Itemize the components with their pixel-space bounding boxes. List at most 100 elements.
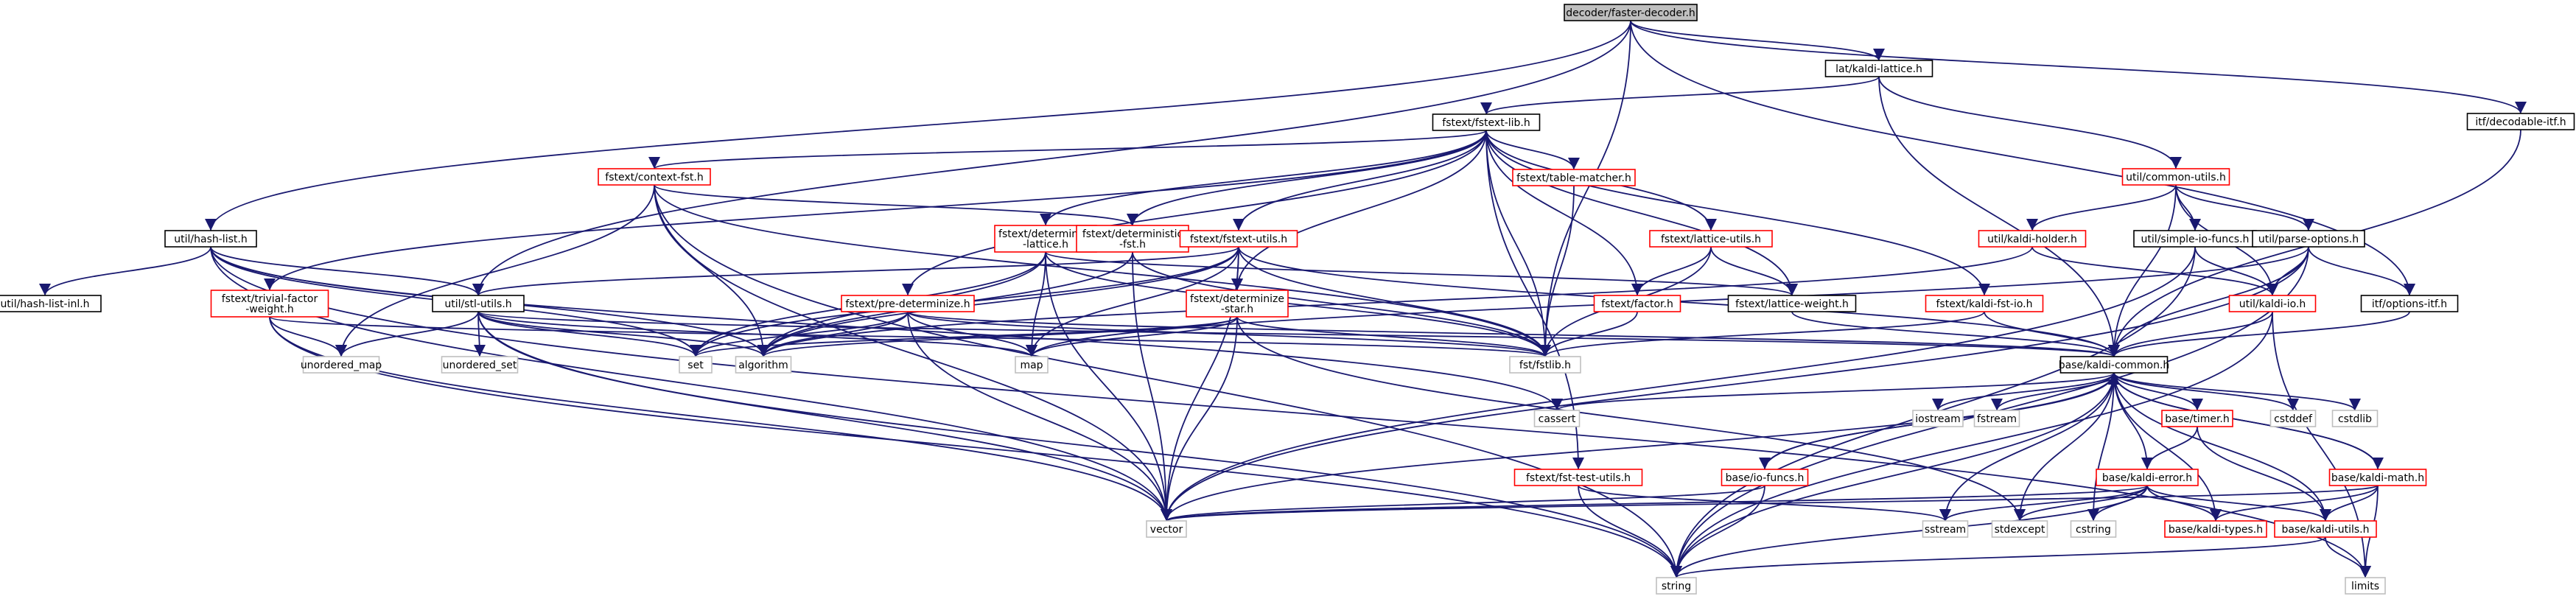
node-label-line-cstring-0: cstring (2076, 524, 2111, 536)
node-decoder-faster-decoder[interactable]: decoder/faster-decoder.h (1564, 4, 1698, 21)
edge-fstext-context-fst-to-unordered-map (335, 184, 655, 357)
edge-fstext-fstext-utils-to-map (1025, 246, 1239, 357)
node-label-lat-kaldi-lattice: lat/kaldi-lattice.h (1835, 63, 1922, 75)
node-fstext-lattice-weight[interactable]: fstext/lattice-weight.h (1727, 295, 1857, 312)
edge-util-common-utils-to-util-simple-io-funcs (2175, 184, 2202, 231)
node-lat-kaldi-lattice[interactable]: lat/kaldi-lattice.h (1824, 60, 1933, 77)
node-itf-options-itf[interactable]: itf/options-itf.h (2360, 295, 2459, 312)
node-limits: limits (2345, 577, 2386, 595)
node-cstring: cstring (2070, 520, 2117, 538)
node-box-fstext-fst-test-utils (1513, 469, 1643, 486)
edge-fstext-context-fst-to-fstext-deterministic-fst (654, 184, 1138, 226)
edge-util-stl-utils-to-algorithm (477, 311, 769, 357)
node-label-fst-fstlib: fst/fstlib.h (1519, 360, 1571, 371)
node-itf-decodable-itf[interactable]: itf/decodable-itf.h (2466, 113, 2575, 130)
node-fstext-trivial-factor-weight[interactable]: fstext/trivial-factor-weight.h (210, 290, 329, 318)
node-label-fstext-fst-test-utils: fstext/fst-test-utils.h (1526, 472, 1631, 484)
node-label-line-fstext-pre-determinize-0: fstext/pre-determinize.h (845, 298, 970, 310)
node-base-timer[interactable]: base/timer.h (2161, 410, 2233, 427)
node-util-common-utils[interactable]: util/common-utils.h (2121, 168, 2230, 186)
node-cstdlib: cstdlib (2331, 410, 2379, 427)
node-fstext-kaldi-fst-io[interactable]: fstext/kaldi-fst-io.h (1925, 295, 2044, 312)
node-label-fstext-trivial-factor-weight: fstext/trivial-factor-weight.h (222, 293, 318, 315)
node-label-decoder-faster-decoder: decoder/faster-decoder.h (1566, 7, 1695, 19)
node-label-line-fst-fstlib-0: fst/fstlib.h (1519, 360, 1571, 371)
node-algorithm: algorithm (735, 356, 792, 374)
edge-fstext-determinize-lattice-to-map (1025, 251, 1046, 357)
edge-util-stl-utils-to-map (477, 311, 1037, 357)
node-box-fstext-fstext-lib (1432, 113, 1541, 131)
node-label-line-string-0: string (1662, 581, 1691, 592)
edge-base-kaldi-common-to-sstream (1939, 372, 2115, 522)
node-box-fstext-kaldi-fst-io (1925, 295, 2044, 312)
file-nodes: decoder/faster-decoder.h lat/kaldi-lattic… (0, 4, 2575, 595)
node-fstext-fst-test-utils[interactable]: fstext/fst-test-utils.h (1513, 469, 1643, 486)
edge-util-simple-io-funcs-to-vector (1161, 246, 2196, 522)
node-base-kaldi-math[interactable]: base/kaldi-math.h (2328, 469, 2427, 486)
node-base-kaldi-error[interactable]: base/kaldi-error.h (2096, 469, 2199, 486)
edge-fstext-pre-determinize-to-set (690, 311, 909, 357)
edge-util-stl-utils-to-set (477, 311, 701, 357)
edge-base-kaldi-error-to-base-kaldi-types (2146, 485, 2222, 522)
node-box-fst-fstlib (1509, 356, 1581, 374)
node-fstext-determinize-star[interactable]: fstext/determinize-star.h (1186, 290, 1289, 318)
edge-fstext-fstext-lib-to-fstext-fstext-utils (1232, 130, 1487, 231)
node-label-line-base-kaldi-common-0: base/kaldi-common.h (2059, 360, 2170, 371)
node-util-stl-utils[interactable]: util/stl-utils.h (432, 295, 525, 312)
edge-util-kaldi-io-to-string (1670, 311, 2273, 578)
node-vector: vector (1146, 520, 1187, 538)
node-fstext-deterministic-fst[interactable]: fstext/deterministic-fst.h (1076, 225, 1189, 253)
node-cassert: cassert (1533, 410, 1581, 427)
node-util-kaldi-holder[interactable]: util/kaldi-holder.h (1978, 230, 2087, 248)
node-fstext-fstext-lib[interactable]: fstext/fstext-lib.h (1432, 113, 1541, 131)
node-label-fstext-fstext-utils: fstext/fstext-utils.h (1190, 234, 1287, 245)
node-util-parse-options[interactable]: util/parse-options.h (2252, 230, 2365, 248)
edge-util-parse-options-to-itf-options-itf (2308, 246, 2416, 296)
node-box-fstext-determinize-star (1186, 290, 1289, 318)
node-label-fstext-determinize-star: fstext/determinize-star.h (1190, 293, 1284, 315)
node-fstext-factor[interactable]: fstext/factor.h (1593, 295, 1681, 312)
node-label-line-cassert-0: cassert (1539, 413, 1576, 425)
edge-base-kaldi-error-to-base-kaldi-utils (2146, 485, 2331, 522)
edge-fstext-pre-determinize-to-algorithm (757, 311, 909, 357)
edge-fstext-determinize-star-to-fst-fstlib (1236, 316, 1551, 357)
node-base-io-funcs[interactable]: base/io-funcs.h (1721, 469, 1809, 486)
node-label-line-util-common-utils-0: util/common-utils.h (2126, 172, 2226, 183)
node-label-fstext-kaldi-fst-io: fstext/kaldi-fst-io.h (1936, 298, 2032, 310)
edge-util-kaldi-io-to-base-kaldi-common (2108, 311, 2273, 357)
node-box-unordered-map (302, 356, 380, 374)
node-fstext-context-fst[interactable]: fstext/context-fst.h (598, 168, 711, 186)
edge-fstext-fstext-lib-to-fstext-factor (1485, 130, 1644, 296)
node-label-line-fstext-deterministic-fst-0: fstext/deterministic (1082, 228, 1183, 240)
edge-util-parse-options-to-base-kaldi-common (2107, 246, 2309, 357)
edge-base-kaldi-error-to-stdexcept (2014, 485, 2148, 522)
edge-fstext-fstext-lib-to-fstext-determinize-star (1231, 130, 1487, 291)
edge-util-hash-list-to-limits (210, 246, 2371, 578)
node-util-simple-io-funcs[interactable]: util/simple-io-funcs.h (2133, 230, 2257, 248)
node-label-line-fstext-fstext-utils-0: fstext/fstext-utils.h (1190, 234, 1287, 245)
node-fstext-pre-determinize[interactable]: fstext/pre-determinize.h (841, 295, 975, 312)
node-base-kaldi-utils[interactable]: base/kaldi-utils.h (2274, 520, 2377, 538)
edge-fstext-fstext-lib-to-fstext-trivial-factor-weight (264, 130, 1487, 291)
node-label-line-fstext-table-matcher-0: fstext/table-matcher.h (1516, 172, 1631, 184)
node-label-line-fstext-factor-0: fstext/factor.h (1601, 298, 1673, 310)
node-box-itf-decodable-itf (2466, 113, 2575, 130)
edge-util-common-utils-to-util-kaldi-holder (2026, 184, 2177, 231)
node-label-fstext-fstext-lib: fstext/fstext-lib.h (1442, 117, 1530, 129)
node-label-line-decoder-faster-decoder-0: decoder/faster-decoder.h (1566, 7, 1695, 19)
node-fst-fstlib: fst/fstlib.h (1509, 356, 1581, 374)
node-label-line-util-hash-list-inl-0: util/hash-list-inl.h (0, 298, 89, 310)
node-label-itf-decodable-itf: itf/decodable-itf.h (2475, 116, 2566, 128)
node-util-hash-list[interactable]: util/hash-list.h (164, 230, 257, 248)
node-base-kaldi-types[interactable]: base/kaldi-types.h (2164, 520, 2267, 538)
node-box-cstring (2070, 520, 2117, 538)
node-fstext-table-matcher[interactable]: fstext/table-matcher.h (1512, 169, 1636, 186)
node-util-hash-list-inl[interactable]: util/hash-list-inl.h (0, 295, 102, 312)
node-fstext-lattice-utils[interactable]: fstext/lattice-utils.h (1649, 230, 1773, 248)
node-util-kaldi-io[interactable]: util/kaldi-io.h (2228, 295, 2317, 312)
node-label-line-stdexcept-0: stdexcept (1995, 524, 2045, 536)
node-fstext-fstext-utils[interactable]: fstext/fstext-utils.h (1179, 230, 1298, 248)
node-base-kaldi-common[interactable]: base/kaldi-common.h (2059, 356, 2170, 374)
edge-fstext-determinize-star-to-algorithm (757, 316, 1238, 357)
edge-fstext-table-matcher-to-fst-fstlib (1539, 185, 1575, 357)
